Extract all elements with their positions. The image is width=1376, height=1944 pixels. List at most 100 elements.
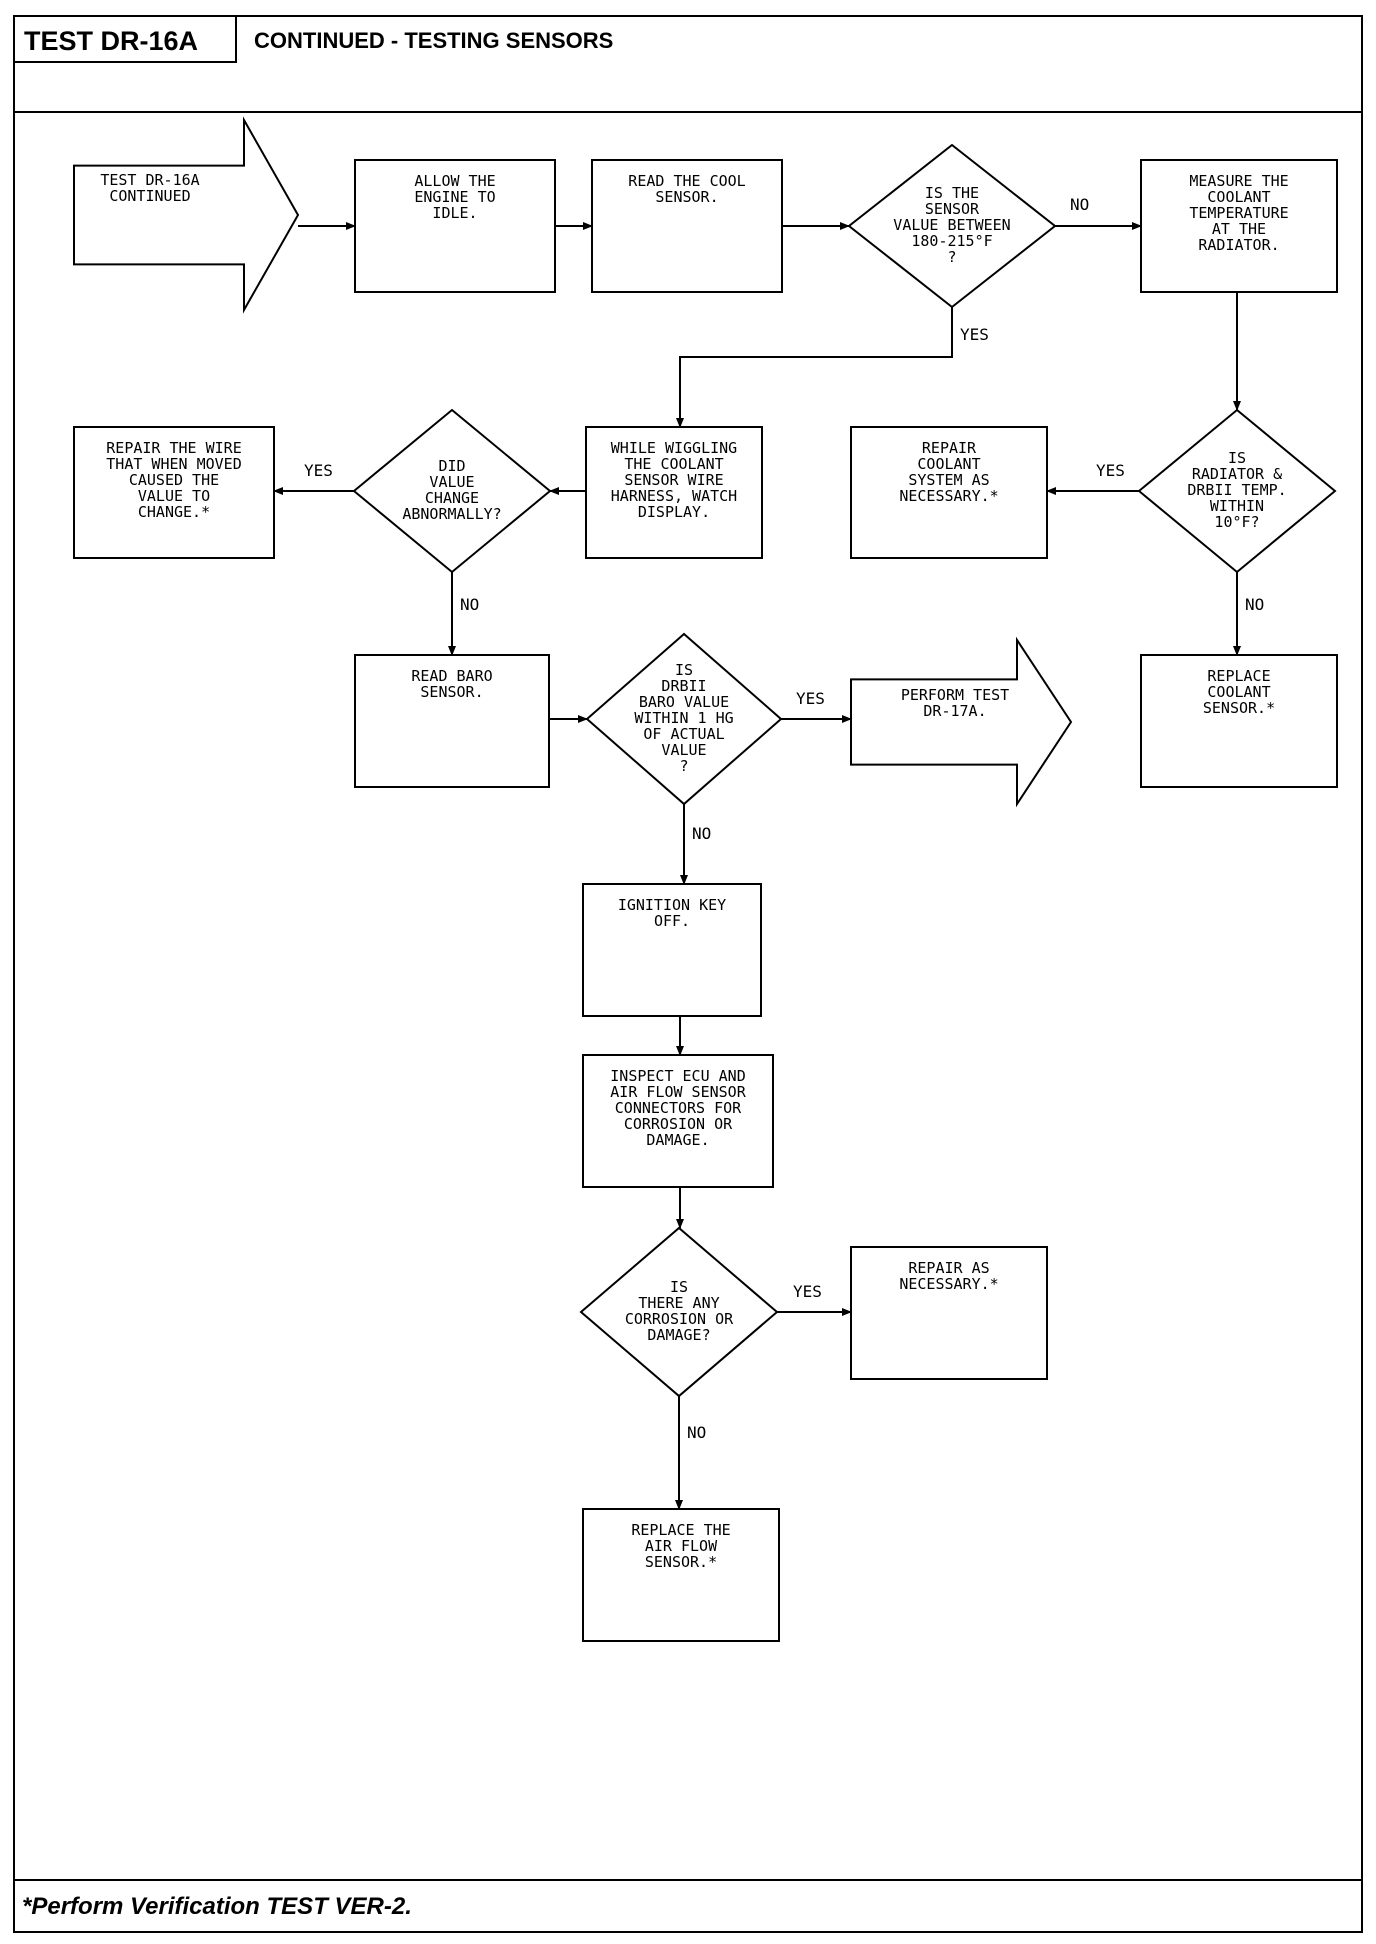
node-text-line: DR-17A. [923,702,986,720]
node-text-line: DRBII TEMP. [1187,481,1286,499]
edge-label: NO [1070,195,1089,214]
node-text-line: BARO VALUE [639,693,729,711]
node-text-line: COOLANT [1207,188,1270,206]
node-text-line: CHANGE [425,489,479,507]
node-text-line: IDLE. [432,204,477,222]
decision-diamond [585,632,783,806]
node-text-line: SENSOR WIRE [624,471,723,489]
decision-diamond [352,408,552,574]
node-text-line: VALUE [429,473,474,491]
node-text-line: ? [679,757,688,775]
node-text-line: HARNESS, WATCH [611,487,737,505]
node-text-line: ENGINE TO [414,188,495,206]
edge-label: YES [793,1282,822,1301]
node-text-line: SENSOR [925,200,980,218]
node-text-line: ABNORMALLY? [402,505,501,523]
node-text-line: REPAIR AS [908,1259,989,1277]
node-text-line: OF ACTUAL [643,725,724,743]
decision-diamond [847,143,1057,309]
node-text-line: ? [947,248,956,266]
node-text-line: DISPLAY. [638,503,710,521]
node-text-line: REPLACE THE [631,1521,730,1539]
node-text-line: AIR FLOW [645,1537,718,1555]
edge-range-wiggle: YES [676,307,989,428]
node-text-line: CONTINUED [109,187,190,205]
arrow-block [850,636,1073,808]
node-text-line: VALUE BETWEEN [893,216,1010,234]
node-text-line: READ THE COOL [628,172,745,190]
node-text-line: SENSOR. [420,683,483,701]
node-text-line: COOLANT [917,455,980,473]
edge-label: NO [687,1423,706,1442]
node-text-line: 180-215°F [911,232,992,250]
node-text-line: INSPECT ECU AND [610,1067,745,1085]
edge-change-baro: NO [448,572,479,656]
process-box [1140,159,1338,293]
node-text-line: AIR FLOW SENSOR [610,1083,746,1101]
edge-corrosion-repair: YES [777,1282,852,1316]
node-text-line: WHILE WIGGLING [611,439,737,457]
process-box [1140,654,1338,788]
node-text-line: THE COOLANT [624,455,723,473]
process-box [354,654,550,788]
node-text-line: WITHIN [1210,497,1264,515]
edge-radiator-repair: YES [1046,461,1139,495]
node-text-line: RADIATOR. [1198,236,1279,254]
edge-range-measure: NO [1055,195,1142,230]
node-text-line: THERE ANY [638,1294,719,1312]
node-text-line: THAT WHEN MOVED [106,455,241,473]
node-text-line: CHANGE.* [138,503,210,521]
page-border [13,15,1363,1933]
edge-label: YES [304,461,333,480]
node-text-line: REPLACE [1207,667,1270,685]
edge-within-perform: YES [781,689,852,723]
node-text-line: OFF. [654,912,690,930]
node-text-line: IS [675,661,693,679]
process-box [850,1246,1048,1380]
node-text-line: SYSTEM AS [908,471,989,489]
edges-layer: NO YES YES NO YES NO YES NO YES NO [273,195,1264,1510]
process-box [850,426,1048,559]
node-text-line: CAUSED THE [129,471,219,489]
process-box [582,883,762,1017]
edge-radiator-replace: NO [1233,572,1264,656]
node-text-line: SENSOR.* [645,1553,717,1571]
process-box [582,1508,780,1642]
edge-line [676,307,953,428]
node-text-line: NECESSARY.* [899,1275,998,1293]
node-text-line: DAMAGE? [647,1326,710,1344]
arrow-block [73,116,300,314]
node-text-line: PERFORM TEST [901,686,1009,704]
footer-note: *Perform Verification TEST VER-2. [22,1893,412,1920]
node-text-line: MEASURE THE [1189,172,1288,190]
node-text-line: IS THE [925,184,979,202]
node-text-line: SENSOR.* [1203,699,1275,717]
edge-change-repair: YES [273,461,354,495]
node-text-line: ALLOW THE [414,172,495,190]
header-subtitle: CONTINUED - TESTING SENSORS [254,28,613,53]
process-box [591,159,783,293]
process-box [585,426,763,559]
node-text-line: IS [1228,449,1246,467]
edge-label: NO [692,824,711,843]
node-text-line: TEMPERATURE [1189,204,1288,222]
edge-label: YES [796,689,825,708]
decision-diamond [1137,408,1337,574]
node-text-line: DAMAGE. [646,1131,709,1149]
